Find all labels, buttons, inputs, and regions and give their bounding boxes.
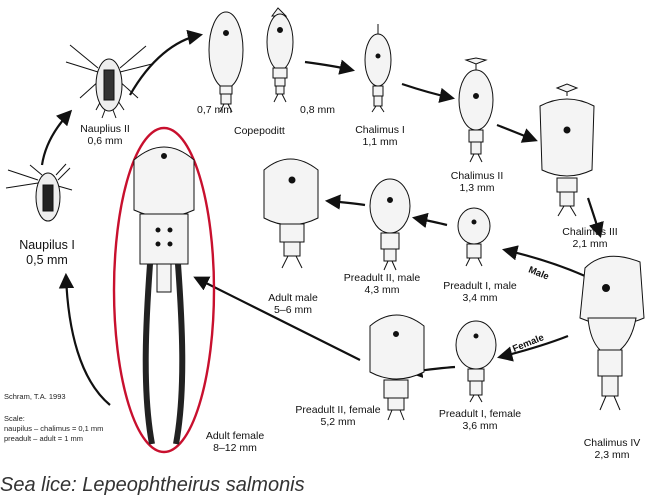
scale-line-1: naupilus – chalimus = 0,1 mm	[4, 424, 104, 433]
arrow-chalimus3-to-chalimus4	[586, 197, 604, 238]
arrow-adultfemale-to-nauplius1	[58, 272, 111, 406]
arrow-female-branch	[497, 334, 569, 362]
arrow-male-branch	[502, 245, 586, 278]
nauplius2-size: 0,6 mm	[87, 135, 123, 147]
preadult1-male-drawing	[457, 207, 491, 267]
copepodid-right-drawing	[266, 7, 294, 103]
label-adult-male: Adult male 5–6 mm	[258, 292, 328, 316]
label-nauplius1: Naupilus I 0,5 mm	[12, 238, 82, 268]
chalimus4-size: 2,3 mm	[594, 449, 630, 461]
label-preadult1-female: Preadult I, female 3,6 mm	[434, 408, 526, 432]
preadult1-female-name: Preadult I, female	[438, 408, 522, 420]
chalimus3-name: Chalimus III	[562, 226, 618, 238]
arrow-copepodid-to-chalimus1	[304, 59, 355, 75]
arrow-nauplius1-to-nauplius2	[40, 109, 73, 166]
adult-male-size: 5–6 mm	[274, 304, 312, 316]
label-adult-female: Adult female 8–12 mm	[200, 430, 270, 454]
adult-female-size: 8–12 mm	[213, 442, 257, 454]
label-nauplius2: Nauplius II 0,6 mm	[70, 123, 140, 147]
preadult2-male-name: Preadult II, male	[343, 272, 421, 284]
label-preadult2-female: Preadult II, female 5,2 mm	[288, 404, 388, 428]
preadult2-female-drawing	[369, 314, 425, 421]
arrow-chalimus1-to-chalimus2	[401, 82, 456, 103]
adult-female-highlight-ring	[112, 126, 216, 454]
label-preadult2-male: Preadult II, male 4,3 mm	[336, 272, 428, 296]
chalimus2-name: Chalimus II	[450, 170, 504, 182]
adult-male-drawing	[263, 158, 319, 269]
label-chalimus2: Chalimus II 1,3 mm	[441, 170, 513, 194]
chalimus2-size: 1,3 mm	[459, 182, 495, 194]
nauplius1-drawing	[5, 163, 73, 222]
chalimus2-drawing	[458, 57, 494, 163]
adult-female-drawing	[133, 146, 195, 445]
label-chalimus3: Chalimus III 2,1 mm	[554, 226, 626, 250]
chalimus3-drawing	[539, 83, 595, 217]
preadult1-male-name: Preadult I, male	[443, 280, 517, 292]
copepodid-name: Copepoditt	[234, 125, 285, 137]
chalimus1-size: 1,1 mm	[362, 136, 398, 148]
arrow-nauplius2-to-copepodid	[129, 29, 204, 96]
preadult2-male-drawing	[369, 178, 411, 271]
preadult2-female-name: Preadult II, female	[295, 404, 381, 416]
chalimus4-drawing	[579, 255, 645, 411]
label-chalimus1: Chalimus I 1,1 mm	[345, 124, 415, 148]
preadult1-female-size: 3,6 mm	[462, 420, 498, 432]
nauplius1-name: Naupilus I	[19, 238, 75, 252]
arrow-preadult1male-to-preadult2male	[411, 212, 448, 228]
chalimus4-name: Chalimus IV	[583, 437, 641, 449]
scale-line-2: preadult – adult = 1 mm	[4, 434, 84, 443]
scale-title: Scale:	[4, 414, 25, 423]
nauplius2-drawing	[65, 44, 153, 119]
preadult1-female-drawing	[455, 320, 497, 403]
chalimus1-drawing	[364, 24, 392, 113]
chalimus3-size: 2,1 mm	[572, 238, 608, 250]
preadult2-female-size: 5,2 mm	[320, 416, 356, 428]
arrow-chalimus2-to-chalimus3	[496, 123, 538, 143]
label-chalimus4: Chalimus IV 2,3 mm	[576, 437, 648, 461]
source-credit: Schram, T.A. 1993	[4, 392, 66, 401]
nauplius1-size: 0,5 mm	[26, 253, 68, 267]
copepodid-left-drawing	[208, 11, 244, 113]
preadult2-male-size: 4,3 mm	[364, 284, 400, 296]
copepodid-size-right: 0,8 mm	[300, 104, 336, 116]
arrow-preadult2male-to-adultmale	[324, 194, 366, 210]
adult-female-name: Adult female	[205, 430, 265, 442]
nauplius2-name: Nauplius II	[80, 123, 130, 135]
copepodid-size-left: 0,7 mm	[197, 104, 233, 116]
figure-caption: Sea lice: Lepeophtheirus salmonis	[0, 474, 305, 496]
label-preadult1-male: Preadult I, male 3,4 mm	[438, 280, 522, 304]
preadult1-male-size: 3,4 mm	[462, 292, 498, 304]
chalimus1-name: Chalimus I	[355, 124, 405, 136]
adult-male-name: Adult male	[268, 292, 318, 304]
